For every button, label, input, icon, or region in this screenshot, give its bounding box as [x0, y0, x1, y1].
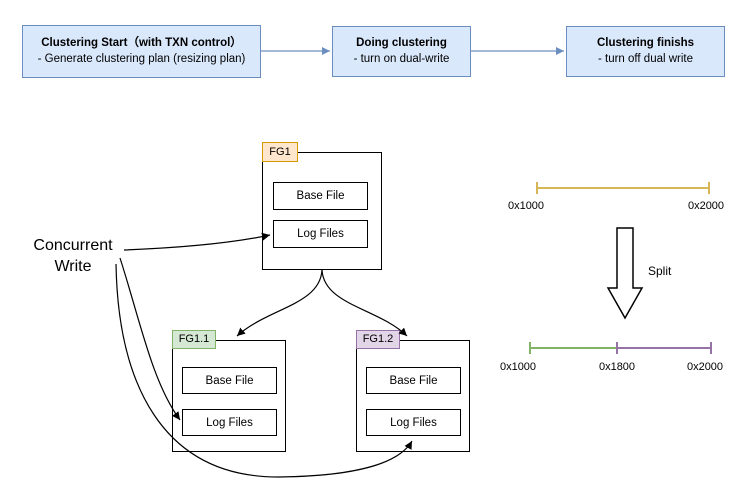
flow-step-clustering-finish: Clustering finishs - turn off dual write	[566, 26, 725, 77]
log-files-label: Log Files	[297, 228, 344, 240]
flow-step-title: Clustering finishs	[596, 36, 695, 49]
arrow-concurrent-to-fg1-logs	[123, 232, 271, 251]
timeline-before	[536, 182, 710, 194]
timeline-after-mid-label: 0x1800	[598, 361, 636, 373]
timeline-after-end-label: 0x2000	[686, 361, 724, 373]
flow-step-subtitle: - turn on dual-write	[353, 52, 450, 65]
flow-step-subtitle: - turn off dual write	[597, 52, 694, 65]
base-file-label: Base File	[389, 374, 438, 387]
timeline-before-end-label: 0x2000	[687, 200, 725, 212]
log-files-label: Log Files	[390, 416, 437, 429]
file-group-fg1-1-tab: FG1.1	[172, 330, 216, 349]
log-files-label: Log Files	[206, 416, 253, 429]
file-group-fg1-tab: FG1	[262, 142, 298, 162]
fg1-2-base-file-box: Base File	[366, 367, 461, 394]
flow-step-title: Doing clustering	[356, 36, 447, 49]
flow-step-doing-clustering: Doing clustering - turn on dual-write	[332, 26, 471, 77]
timeline-before-start-label: 0x1000	[507, 200, 545, 212]
timeline-after-start-label: 0x1000	[499, 361, 537, 373]
split-label: Split	[648, 264, 672, 278]
concurrent-write-line1: Concurrent	[33, 237, 113, 254]
fg1-1-base-file-box: Base File	[182, 367, 277, 394]
fg1-1-log-files-box: Log Files	[182, 409, 277, 436]
flow-step-subtitle: - Generate clustering plan (resizing pla…	[37, 52, 246, 65]
flow-step-title: Clustering Start（with TXN control）	[41, 36, 242, 49]
file-group-label: FG1.1	[178, 333, 210, 345]
base-file-label: Base File	[296, 190, 345, 202]
flow-step-clustering-start: Clustering Start（with TXN control） - Gen…	[22, 25, 261, 78]
concurrent-write-label: Concurrent Write	[18, 236, 128, 278]
arrow-fg1-to-fg1-1	[236, 269, 323, 337]
fg1-2-log-files-box: Log Files	[366, 409, 461, 436]
arrow-concurrent-to-fg1-1-logs	[119, 257, 181, 421]
fg1-log-files-box: Log Files	[273, 220, 368, 248]
base-file-label: Base File	[205, 374, 254, 387]
file-group-fg1-2-tab: FG1.2	[356, 330, 400, 349]
fg1-base-file-box: Base File	[273, 182, 368, 210]
arrow-fg1-to-fg1-2	[321, 269, 408, 337]
timeline-after	[529, 342, 712, 354]
concurrent-write-line2: Write	[54, 257, 92, 275]
file-group-label: FG1	[269, 145, 291, 158]
split-down-arrow-icon	[606, 227, 644, 320]
file-group-fg1	[262, 152, 382, 270]
file-group-label: FG1.2	[362, 333, 394, 345]
